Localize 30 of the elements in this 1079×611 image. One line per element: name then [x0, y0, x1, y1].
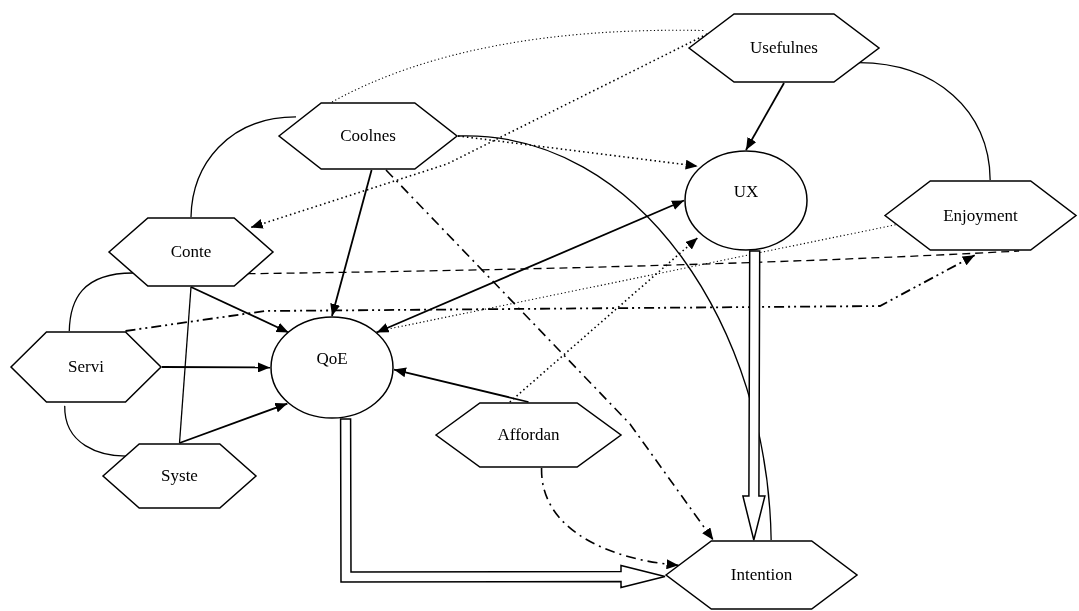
- connector-line: [331, 29, 704, 103]
- hollow-arrow: [339, 418, 666, 589]
- connector-line: [190, 116, 297, 218]
- hollow-arrow: [741, 250, 766, 541]
- connector-line: [178, 286, 192, 444]
- node-label: Coolnes: [339, 126, 397, 146]
- connector-line: [858, 62, 991, 181]
- arrow: [375, 199, 685, 334]
- connector-line: [64, 405, 127, 457]
- connector-line: [68, 272, 134, 332]
- arrow: [190, 286, 290, 334]
- node-label: Affordan: [496, 425, 561, 445]
- node-label: Conte: [169, 242, 213, 262]
- arrow: [330, 169, 373, 317]
- node-label: Usefulnes: [749, 38, 819, 58]
- arrow: [745, 82, 785, 151]
- arrow: [540, 467, 680, 569]
- node-label: Syste: [160, 466, 199, 486]
- node-label: Servi: [67, 357, 105, 377]
- arrow: [385, 169, 715, 541]
- arrow: [178, 402, 289, 444]
- arrow: [509, 237, 699, 403]
- arrow: [393, 367, 530, 403]
- node-label: UX: [732, 182, 760, 203]
- arrow: [124, 254, 976, 332]
- arrow: [161, 362, 271, 373]
- connector-line: [457, 135, 772, 541]
- node-label: QoE: [315, 349, 349, 370]
- node-label: Intention: [729, 565, 794, 585]
- node-label: Enjoyment: [942, 205, 1019, 226]
